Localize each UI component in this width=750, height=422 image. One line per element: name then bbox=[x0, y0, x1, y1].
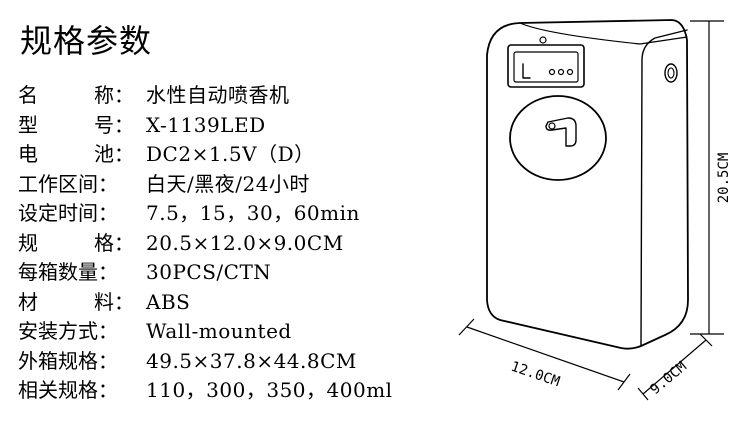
display-screen bbox=[513, 51, 579, 83]
nozzle-icon bbox=[545, 117, 577, 147]
spec-label: 安装方式： bbox=[18, 319, 118, 343]
spec-label: 工作区间： bbox=[18, 171, 118, 196]
spec-label-char: 称 bbox=[94, 83, 114, 107]
spec-row-model: 型 号： X-1139LED bbox=[18, 109, 393, 139]
nozzle-window bbox=[509, 95, 607, 181]
spec-row-set-time: 设定时间： 7.5，15，30，60min bbox=[18, 197, 393, 227]
spec-colon: ： bbox=[114, 112, 134, 137]
spec-label: 外箱规格： bbox=[18, 348, 118, 373]
spec-label-char: 名 bbox=[18, 83, 38, 107]
spec-value-carton-size: 49.5×37.8×44.8CM bbox=[146, 348, 357, 373]
dispenser-body bbox=[486, 19, 689, 350]
spec-row-battery: 电 池： DC2×1.5V（D） bbox=[18, 138, 393, 168]
button-dot-icon bbox=[557, 68, 565, 76]
spec-value-name: 水性自动喷香机 bbox=[146, 83, 290, 107]
dispenser-top-edge bbox=[519, 22, 688, 45]
spec-value-carton-qty: 30PCS/CTN bbox=[146, 260, 272, 284]
spec-value-installation: Wall-mounted bbox=[146, 319, 292, 343]
product-drawing: 20.5CM 12.0CM 9.0CM bbox=[458, 19, 732, 401]
spec-row-carton-size: 外箱规格： 49.5×37.8×44.8CM bbox=[18, 345, 393, 375]
spec-label-char: 型 bbox=[18, 112, 38, 137]
spec-label-char: 池 bbox=[94, 142, 114, 166]
battery-icon bbox=[522, 63, 531, 79]
spec-row-material: 材 料： ABS bbox=[18, 286, 393, 316]
width-dim-label: 12.0CM bbox=[509, 359, 562, 391]
depth-dim-line bbox=[642, 339, 707, 395]
spec-label-char: 电 bbox=[18, 142, 38, 166]
spec-value-size: 20.5×12.0×9.0CM bbox=[146, 230, 344, 255]
spec-value-related-sizes: 110，300，350，400ml bbox=[146, 378, 393, 402]
spec-row-carton-qty: 每箱数量： 30PCS/CTN bbox=[18, 256, 393, 286]
spec-row-size: 规 格： 20.5×12.0×9.0CM bbox=[18, 227, 393, 257]
spec-label-char: 格 bbox=[94, 230, 114, 255]
spec-row-name: 名 称： 水性自动喷香机 bbox=[18, 79, 393, 109]
depth-dim-label: 9.0CM bbox=[647, 359, 690, 398]
spec-colon: ： bbox=[114, 230, 134, 255]
spec-label-char: 料 bbox=[94, 289, 114, 314]
spec-value-work-period: 白天/黑夜/24小时 bbox=[146, 171, 310, 196]
spec-value-battery: DC2×1.5V（D） bbox=[146, 142, 315, 166]
side-knob-icon bbox=[664, 63, 678, 83]
spec-value-model: X-1139LED bbox=[146, 112, 266, 137]
button-dot-icon bbox=[548, 68, 556, 76]
spec-list: 名称： 水性自动喷香机 型号： X-1139LED 电池： DC2×1.5V（D… bbox=[18, 79, 393, 404]
button-dot-icon bbox=[566, 68, 574, 76]
spec-value-set-time: 7.5，15，30，60min bbox=[146, 201, 360, 225]
display-window bbox=[507, 44, 585, 88]
spec-value-material: ABS bbox=[146, 289, 191, 314]
spec-row-work-period: 工作区间： 白天/黑夜/24小时 bbox=[18, 168, 393, 198]
dispenser-side-edge bbox=[640, 29, 688, 347]
spec-colon: ： bbox=[114, 83, 134, 107]
spec-label: 相关规格： bbox=[18, 378, 118, 402]
spec-label-char: 规 bbox=[18, 230, 38, 255]
spec-label-char: 材 bbox=[18, 289, 38, 314]
indicator-led-icon bbox=[539, 36, 547, 44]
height-dim-label: 20.5CM bbox=[716, 153, 732, 204]
spec-row-installation: 安装方式： Wall-mounted bbox=[18, 315, 393, 345]
spec-label: 设定时间： bbox=[18, 201, 118, 225]
spec-label: 每箱数量： bbox=[18, 260, 118, 284]
spec-label-char: 号 bbox=[94, 112, 114, 137]
spec-colon: ： bbox=[114, 142, 134, 166]
page-title: 规格参数 bbox=[20, 22, 153, 60]
width-dim-line bbox=[466, 326, 625, 383]
spec-colon: ： bbox=[114, 289, 134, 314]
spec-row-related-sizes: 相关规格： 110，300，350，400ml bbox=[18, 374, 393, 404]
